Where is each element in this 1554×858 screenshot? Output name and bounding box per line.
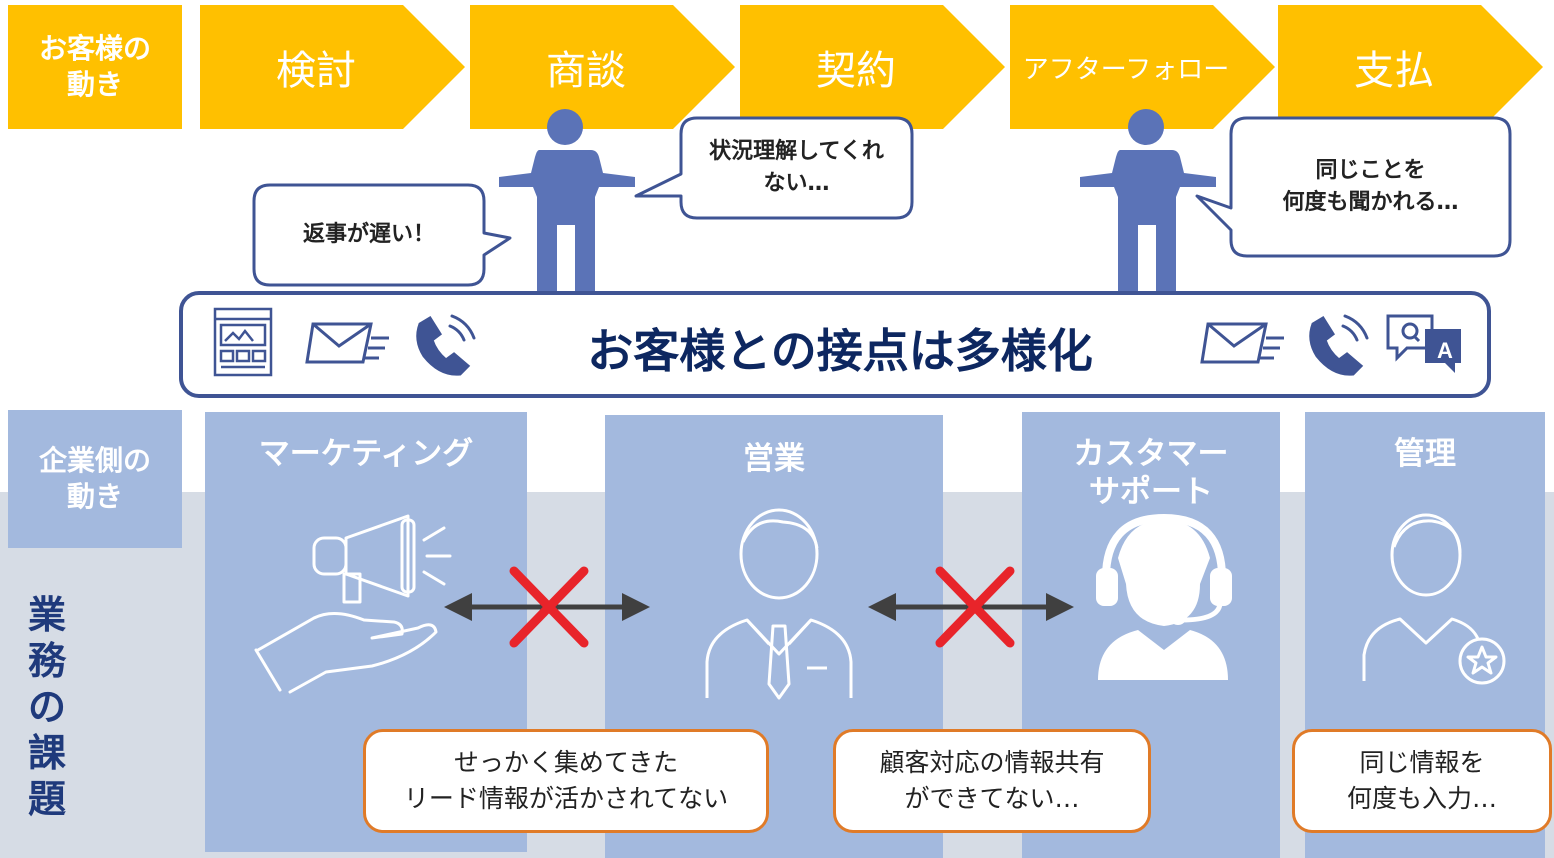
- bubble-not-understood: 状況理解してくれ ない…: [709, 139, 884, 196]
- stage-chevron-1: [200, 5, 465, 129]
- stage-negotiation: 商談: [546, 48, 626, 94]
- admin-star-icon: [1362, 513, 1506, 685]
- bubble-asked-repeatedly-shape: [1195, 116, 1512, 258]
- stage-chevron-4: [1010, 5, 1275, 129]
- arrowhead-right-2: [1046, 593, 1074, 621]
- stage-consider: 検討: [276, 48, 356, 94]
- cross-icon: [509, 566, 589, 648]
- mail-icon: [305, 322, 389, 364]
- megaphone-hand-icon: [254, 514, 452, 694]
- broken-link-marketing-sales: [444, 566, 650, 648]
- arrowhead-right: [622, 593, 650, 621]
- customer-person-icon-2: [1080, 109, 1216, 295]
- businessman-icon: [705, 508, 853, 700]
- stage-payment: 支払: [1354, 48, 1434, 94]
- phone-icon: [416, 314, 476, 376]
- stage-contract: 契約: [816, 48, 896, 94]
- headset-operator-icon: [1096, 513, 1232, 680]
- dept-title-admin: 管理: [1394, 436, 1456, 472]
- mail-icon-2: [1200, 322, 1284, 364]
- contact-points-bar: [179, 291, 1491, 398]
- business-issues-label: 業 務 の 課 題: [27, 593, 66, 821]
- stage-chevron-5: [1278, 5, 1543, 129]
- contact-points-title: お客様との接点は多様化: [587, 324, 1093, 378]
- dept-title-sales: 営業: [743, 441, 805, 477]
- issue-info-not-shared: 顧客対応の情報共有 ができてない…: [833, 729, 1151, 833]
- stage-chevron-2: [470, 5, 735, 129]
- bubble-asked-repeatedly: 同じことを 何度も聞かれる…: [1282, 158, 1459, 215]
- web-page-icon: [213, 307, 273, 377]
- arrowhead-left: [444, 593, 472, 621]
- cross-icon-2: [935, 566, 1015, 648]
- bubble-late-reply-shape: [252, 183, 512, 287]
- dept-title-marketing: マーケティング: [258, 436, 474, 472]
- bubble-late-reply: 返事が遅い！: [302, 222, 435, 247]
- qa-chat-icon: A: [1386, 314, 1461, 373]
- issue-lead-not-utilized: せっかく集めてきた リード情報が活かされてない: [363, 729, 769, 833]
- stage-after-follow: アフターフォロー: [1022, 54, 1230, 85]
- svg-text:A: A: [1437, 338, 1453, 363]
- issue-duplicate-entry: 同じ情報を 何度も入力…: [1292, 729, 1552, 833]
- customer-person-icon: [499, 109, 635, 295]
- phone-icon-2: [1309, 314, 1369, 376]
- arrowhead-left-2: [868, 593, 896, 621]
- bubble-not-understood-shape: [634, 116, 914, 220]
- company-actions-label: 企業側の 動き: [8, 410, 182, 548]
- customer-actions-label: お客様の 動き: [8, 5, 182, 129]
- speech-bubble-shapes: [252, 116, 1512, 287]
- stage-chevrons: [200, 5, 1543, 129]
- stage-chevron-3: [740, 5, 1005, 129]
- broken-link-sales-support: [868, 566, 1074, 648]
- dept-title-support: カスタマー サポート: [1073, 436, 1229, 510]
